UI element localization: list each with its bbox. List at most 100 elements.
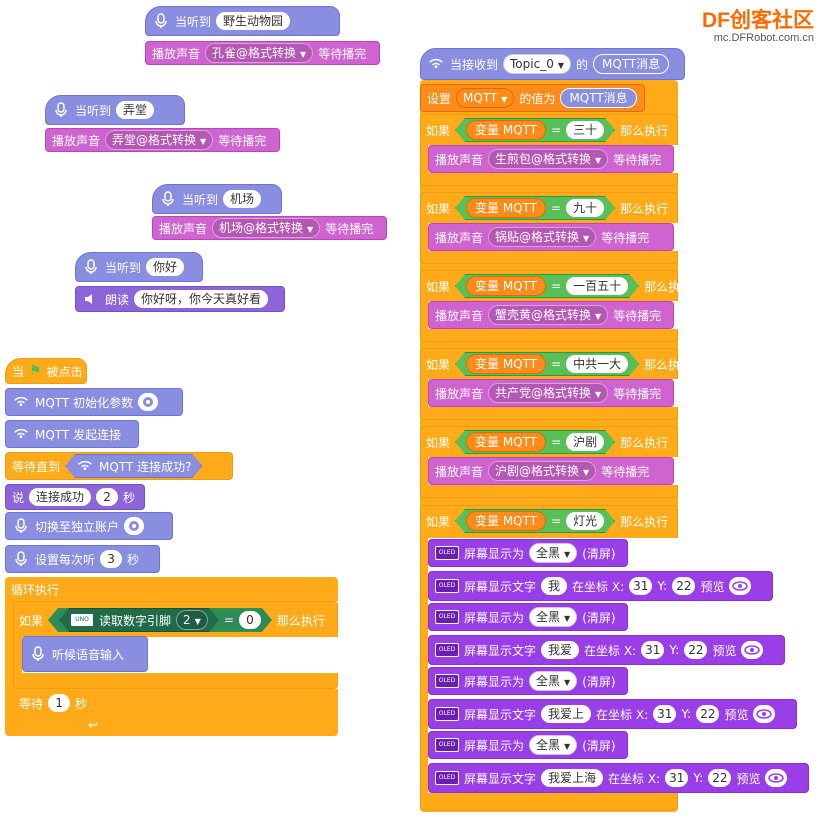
wait-seconds[interactable]: 1 [48,694,71,712]
play-sound-block[interactable]: 播放声音 蟹壳黄@格式转换▼ 等待播完 [428,301,674,329]
fill-dropdown[interactable]: 全黑▼ [529,607,578,627]
variable-dropdown[interactable]: MQTT▼ [456,88,515,108]
say-block[interactable]: 说 连接成功 2 秒 [5,484,145,510]
oled-text-block[interactable]: OLED 屏幕显示文字 我爱 在坐标 X: 31 Y: 22 预览 [428,635,785,665]
oled-fill-block[interactable]: OLED 屏幕显示为 全黑▼ (清屏) [428,603,628,631]
oled-text-value[interactable]: 我 [541,577,568,595]
coord-x-value[interactable]: 31 [665,769,689,787]
variable-reporter[interactable]: 变量 MQTT [466,432,546,452]
oled-fill-block[interactable]: OLED 屏幕显示为 全黑▼ (清屏) [428,667,628,695]
coord-y-value[interactable]: 22 [684,641,708,659]
speak-text[interactable]: 你好呀，你今天真好看 [134,290,269,308]
oled-text-block[interactable]: OLED 屏幕显示文字 我爱上 在坐标 X: 31 Y: 22 预览 [428,699,797,729]
coord-y-value[interactable]: 22 [696,705,720,723]
read-pin-reporter[interactable]: UNO 读取数字引脚 2▼ [59,608,219,632]
hear-phrase[interactable]: 野生动物园 [216,12,291,30]
match-text[interactable]: 沪剧 [566,433,604,451]
listen-seconds[interactable]: 3 [100,550,123,568]
speak-block[interactable]: 朗读 你好呀，你今天真好看 [75,286,285,312]
variable-reporter[interactable]: 变量 MQTT [466,354,546,374]
variable-reporter[interactable]: 变量 MQTT [466,198,546,218]
variable-reporter[interactable]: 变量 MQTT [466,276,546,296]
sound-dropdown[interactable]: 机场@格式转换▼ [212,218,321,238]
gear-icon[interactable] [124,517,145,535]
match-text[interactable]: 九十 [566,199,604,217]
gear-icon[interactable] [138,393,159,411]
equals-condition[interactable]: 变量 MQTT = 一百五十 [455,274,639,298]
equals-condition[interactable]: 变量 MQTT = 九十 [455,196,615,220]
play-sound-block[interactable]: 播放声音 生煎包@格式转换▼ 等待播完 [428,145,674,173]
equals-condition[interactable]: 变量 MQTT = 中共一大 [455,352,639,376]
clicked-label: 被点击 [46,364,83,379]
mqtt-receive-block[interactable]: 当接收到 Topic_0▼ 的 MQTT消息 [420,48,685,80]
hear-block-1[interactable]: 当听到 野生动物园 [145,6,340,36]
mqtt-connect-block[interactable]: MQTT 发起连接 [5,420,139,448]
oled-text-value[interactable]: 我爱 [541,641,580,659]
say-seconds[interactable]: 2 [96,488,119,506]
eye-icon[interactable] [729,577,752,595]
mqtt-connected-condition[interactable]: MQTT 连接成功? [65,454,202,478]
mqtt-message-reporter[interactable]: MQTT消息 [593,54,670,74]
match-text[interactable]: 一百五十 [566,277,628,295]
when-flag-clicked-block[interactable]: 当 ⚑ 被点击 [5,358,87,384]
fill-dropdown[interactable]: 全黑▼ [529,543,578,563]
coord-y-value[interactable]: 22 [708,769,732,787]
variable-reporter[interactable]: 变量 MQTT [466,511,546,531]
hear-block-3[interactable]: 当听到 机场 [152,184,282,214]
oled-text-block[interactable]: OLED 屏幕显示文字 我爱上海 在坐标 X: 31 Y: 22 预览 [428,763,809,793]
oled-text-value[interactable]: 我爱上海 [541,769,604,787]
variable-reporter[interactable]: 变量 MQTT [466,120,546,140]
coord-x-value[interactable]: 31 [629,577,653,595]
sound-dropdown[interactable]: 蟹壳黄@格式转换▼ [488,305,609,325]
hear-block-4[interactable]: 当听到 你好 [75,252,203,282]
match-text[interactable]: 灯光 [566,512,604,530]
play-sound-block[interactable]: 播放声音 共产党@格式转换▼ 等待播完 [428,379,674,407]
eye-icon[interactable] [765,769,788,787]
eye-icon[interactable] [741,641,764,659]
wait-block[interactable]: 等待 1 秒 [13,690,93,716]
fill-dropdown[interactable]: 全黑▼ [529,735,578,755]
compare-value[interactable]: 0 [239,611,261,629]
equals-condition[interactable]: 变量 MQTT = 三十 [455,118,615,142]
play-sound-block-1[interactable]: 播放声音 孔雀@格式转换▼ 等待播完 [145,41,380,65]
set-listen-time-block[interactable]: 设置每次听 3 秒 [5,545,160,573]
oled-text-value[interactable]: 我爱上 [541,705,592,723]
switch-account-block[interactable]: 切换至独立账户 [5,512,173,540]
eye-icon[interactable] [753,705,776,723]
pin-equals-condition[interactable]: UNO 读取数字引脚 2▼ = 0 [48,608,272,632]
mqtt-init-block[interactable]: MQTT 初始化参数 [5,388,183,416]
hear-phrase[interactable]: 你好 [146,258,185,276]
match-text[interactable]: 中共一大 [566,355,628,373]
oled-fill-block[interactable]: OLED 屏幕显示为 全黑▼ (清屏) [428,539,628,567]
set-variable-block[interactable]: 设置 MQTT▼ 的值为 MQTT消息 [420,84,645,112]
oled-text-block[interactable]: OLED 屏幕显示文字 我 在坐标 X: 31 Y: 22 预览 [428,571,773,601]
pin-dropdown[interactable]: 2▼ [176,610,208,630]
hear-phrase[interactable]: 机场 [223,190,262,208]
coord-x-value[interactable]: 31 [653,705,677,723]
sound-dropdown[interactable]: 孔雀@格式转换▼ [205,43,314,63]
listen-voice-input-block[interactable]: 听候语音输入 [22,636,148,672]
equals-condition[interactable]: 变量 MQTT = 灯光 [455,509,615,533]
sound-dropdown[interactable]: 弄堂@格式转换▼ [105,130,214,150]
play-sound-block[interactable]: 播放声音 沪剧@格式转换▼ 等待播完 [428,457,674,485]
equals-condition[interactable]: 变量 MQTT = 沪剧 [455,430,615,454]
play-sound-block-2[interactable]: 播放声音 弄堂@格式转换▼ 等待播完 [45,128,280,152]
coord-x-value[interactable]: 31 [641,641,665,659]
oled-fill-block[interactable]: OLED 屏幕显示为 全黑▼ (清屏) [428,731,628,759]
say-text[interactable]: 连接成功 [29,488,92,506]
play-sound-block[interactable]: 播放声音 锅贴@格式转换▼ 等待播完 [428,223,674,251]
coord-y-value[interactable]: 22 [672,577,696,595]
mqtt-message-reporter[interactable]: MQTT消息 [560,88,637,108]
hear-phrase[interactable]: 弄堂 [116,101,155,119]
fill-dropdown[interactable]: 全黑▼ [529,671,578,691]
sound-dropdown[interactable]: 沪剧@格式转换▼ [488,461,597,481]
sound-dropdown[interactable]: 生煎包@格式转换▼ [488,149,609,169]
sound-dropdown[interactable]: 共产党@格式转换▼ [488,383,609,403]
match-text[interactable]: 三十 [566,121,604,139]
topic-dropdown[interactable]: Topic_0▼ [503,54,571,74]
sound-dropdown[interactable]: 锅贴@格式转换▼ [488,227,597,247]
hear-block-2[interactable]: 当听到 弄堂 [45,95,185,125]
wait-until-block[interactable]: 等待直到 MQTT 连接成功? [5,452,233,480]
play-sound-block-3[interactable]: 播放声音 机场@格式转换▼ 等待播完 [152,216,387,240]
microphone-icon [82,258,100,276]
